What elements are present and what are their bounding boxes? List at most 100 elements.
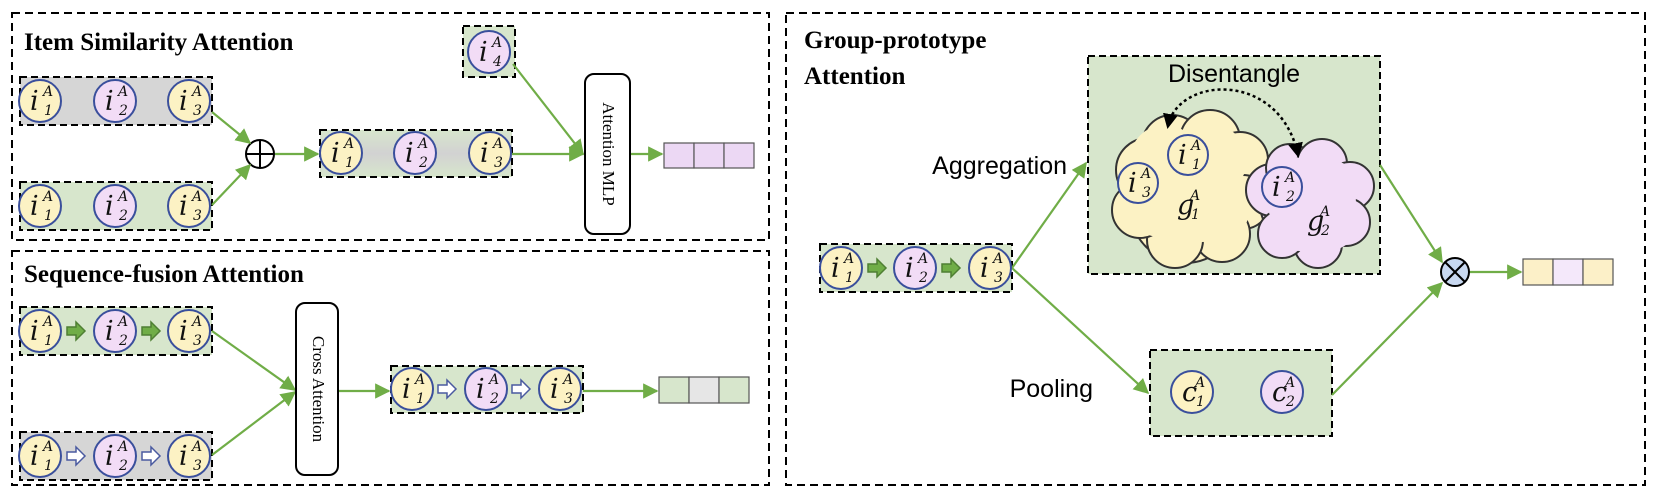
node-subscript: 3: [193, 458, 202, 474]
node-subscript: 1: [44, 103, 53, 119]
right-arrow-icon: [66, 445, 87, 467]
node-superscript: A: [190, 439, 202, 455]
node-superscript: A: [487, 372, 499, 388]
right-arrow-icon: [941, 257, 962, 279]
sequence-fusion-section: [11, 250, 770, 486]
node-symbol: i: [30, 441, 39, 472]
edge-gray-to-add: [211, 111, 252, 144]
node-subscript: 1: [1191, 207, 1200, 223]
sequence-arrows: [66, 257, 962, 467]
node-superscript: A: [991, 251, 1003, 267]
node-subscript: 2: [1285, 189, 1295, 205]
node-symbol: i: [479, 37, 488, 68]
node-symbol: g: [1177, 190, 1194, 221]
node-circle: [1260, 370, 1304, 414]
node-symbol: i: [331, 138, 340, 169]
node-c2: c2A: [1260, 370, 1304, 414]
output-cell: [658, 376, 690, 404]
node-subscript: 2: [118, 103, 128, 119]
node-symbol: g: [1307, 206, 1324, 237]
output-cell: [663, 142, 695, 169]
node-symbol: i: [30, 86, 39, 117]
node-c1: c1A: [1170, 370, 1214, 414]
node-symbol: i: [179, 441, 188, 472]
output-cell: [693, 142, 725, 169]
node-circle: [968, 246, 1012, 290]
output-cell: [723, 142, 755, 169]
node-subscript: 2: [918, 270, 928, 286]
node-subscript: 1: [1192, 157, 1201, 173]
node-subscript: 1: [845, 270, 854, 286]
node-superscript: A: [490, 35, 502, 51]
node-subscript: 2: [418, 155, 428, 171]
node-superscript: A: [116, 439, 128, 455]
node-symbol: i: [405, 138, 414, 169]
node-symbol: i: [831, 253, 840, 284]
node-subscript: 2: [118, 333, 128, 349]
aggregation-label: Aggregation: [932, 152, 1067, 180]
node-symbol: c: [1272, 377, 1287, 408]
node-subscript: 3: [193, 103, 202, 119]
node-superscript: A: [342, 136, 354, 152]
node-superscript: A: [1283, 170, 1295, 186]
node-circle: [18, 184, 62, 228]
node-symbol: i: [905, 253, 914, 284]
node-subscript: 3: [193, 333, 202, 349]
multiply-icon: [1440, 257, 1470, 287]
node-circle: [167, 79, 211, 123]
edge-input-to-pooling: [1011, 267, 1150, 395]
node-circle: [319, 131, 363, 175]
output-cell: [1552, 258, 1584, 286]
right-arrow-icon: [867, 257, 888, 279]
similarity-output-embedding: [663, 142, 755, 169]
right-arrow-icon: [511, 378, 532, 400]
pooling-label: Pooling: [1010, 375, 1093, 403]
cross-attention-block: Cross Attention: [295, 302, 339, 476]
output-cell: [1522, 258, 1554, 286]
node-circle: [1117, 162, 1159, 204]
node-symbol: i: [550, 374, 559, 405]
node-superscript: A: [916, 251, 928, 267]
node-circle: [468, 131, 512, 175]
node-circle: [467, 30, 511, 74]
disentangle-label: Disentangle: [1168, 60, 1300, 88]
node-symbol: c: [1182, 377, 1197, 408]
node-circle: [393, 131, 437, 175]
node-circle: [390, 367, 434, 411]
add-icon: [245, 139, 275, 169]
node-superscript: A: [1139, 166, 1151, 182]
node-circle: [893, 246, 937, 290]
node-circle: [93, 434, 137, 478]
node-circle: [93, 184, 137, 228]
node-subscript: 3: [564, 391, 573, 407]
node-superscript: A: [413, 372, 425, 388]
node-symbol: i: [105, 86, 114, 117]
node-superscript: A: [116, 84, 128, 100]
node-circle: [93, 309, 137, 353]
node-superscript: A: [561, 372, 573, 388]
node-superscript: A: [190, 314, 202, 330]
node-symbol: i: [480, 138, 489, 169]
node-subscript: 2: [1320, 223, 1330, 239]
node-circle: [93, 79, 137, 123]
node-circle: [167, 184, 211, 228]
item-similarity-title: Item Similarity Attention: [24, 29, 294, 56]
node-superscript: A: [116, 314, 128, 330]
node-symbol: i: [30, 316, 39, 347]
item-similarity-section: [11, 12, 770, 241]
node-circle: [819, 246, 863, 290]
node-circle: [464, 367, 508, 411]
